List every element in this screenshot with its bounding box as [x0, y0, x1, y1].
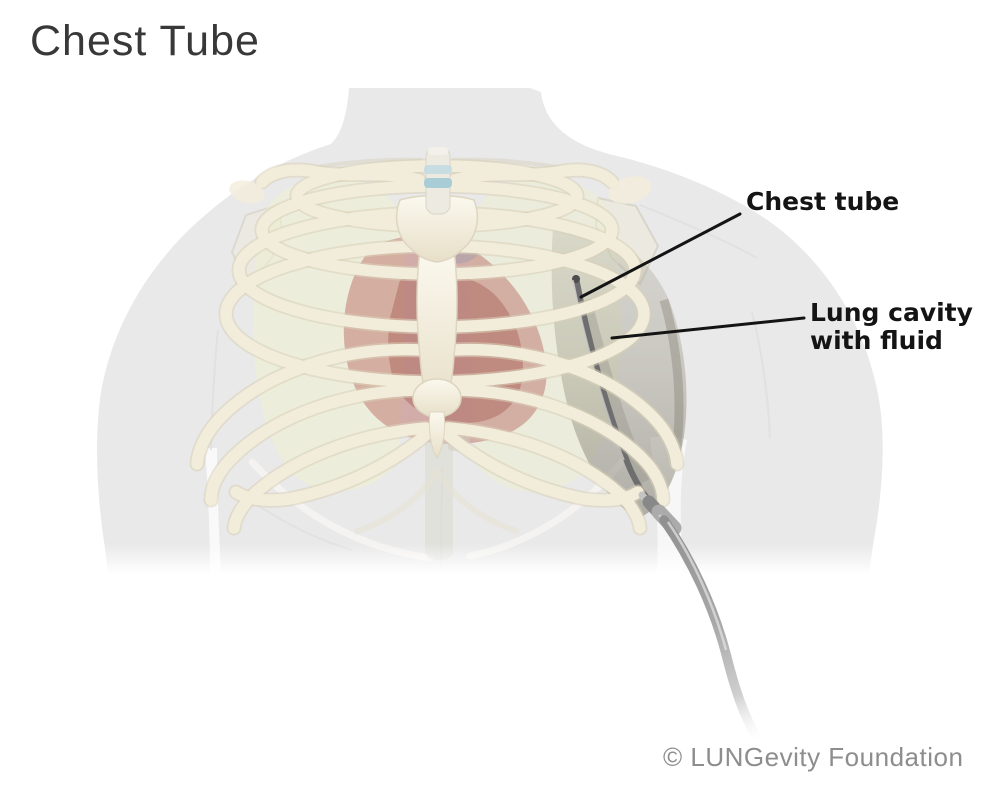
tube-sheath-shadow: [578, 298, 650, 485]
right-arm-seam: [751, 311, 771, 439]
trachea-ring-lower: [424, 178, 452, 188]
page-title: Chest Tube: [30, 17, 260, 65]
lung-cavity-fluid: [551, 226, 687, 517]
lung-cavity-label-line2: with fluid: [810, 326, 943, 355]
spine: [425, 428, 453, 560]
pointer-line-chest-tube: [579, 212, 742, 299]
body-group: [97, 88, 883, 574]
manubrium: [395, 194, 479, 263]
subcostal-line-right: [434, 468, 520, 535]
left-shoulder-bone: [229, 180, 265, 204]
right-shoulder-bone: [608, 176, 652, 204]
sternum-base: [412, 378, 462, 418]
trachea: [424, 147, 452, 215]
trachea-cap: [428, 147, 448, 155]
pointer-line-lung-cavity: [610, 316, 806, 340]
chest-tube-label: Chest tube: [746, 187, 900, 216]
right-shoulder-crease: [639, 204, 758, 259]
attribution: © LUNGevity Foundation: [663, 742, 964, 772]
abdomen-midline: [440, 467, 443, 571]
trachea-ring-upper: [424, 165, 452, 174]
lung-cavity-label-line1: Lung cavity: [810, 298, 973, 327]
tube-external-highlight: [666, 521, 728, 651]
subcostal-line-left: [354, 468, 440, 535]
xiphoid-process: [428, 411, 446, 459]
lung-cavity-label: Lung cavity with fluid: [810, 299, 973, 355]
chest-tube-external: [638, 491, 762, 743]
